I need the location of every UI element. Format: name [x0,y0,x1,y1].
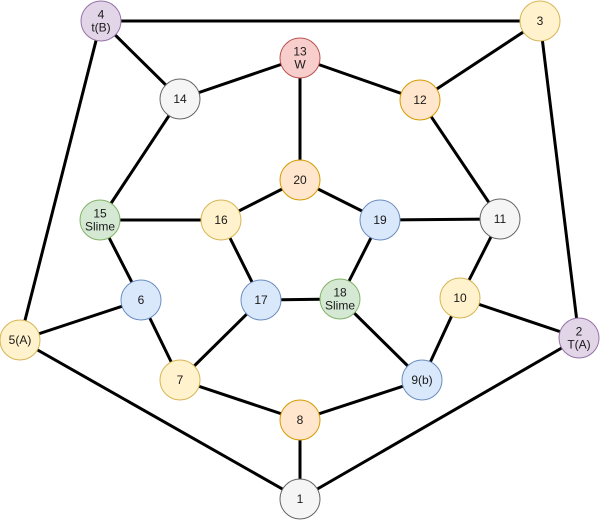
node-circle-16[interactable] [200,199,242,241]
graph-node-20[interactable]: 20 [279,159,321,201]
graph-node-10[interactable]: 10 [439,277,481,319]
graph-edge-2-1[interactable] [298,336,581,501]
graph-edge-15-14[interactable] [98,97,182,222]
graph-edge-3-2[interactable] [538,19,581,340]
node-circle-3[interactable] [519,0,561,42]
node-circle-1[interactable] [279,478,321,520]
graph-edge-14-13[interactable] [178,56,302,101]
node-circle-19[interactable] [359,199,401,241]
node-circle-13[interactable] [279,37,321,79]
node-circle-6[interactable] [120,279,162,321]
graph-node-8[interactable]: 8 [279,399,321,441]
graph-edge-12-11[interactable] [418,98,502,221]
node-circle-18[interactable] [319,278,361,320]
node-circle-7[interactable] [159,359,201,401]
graph-node-19[interactable]: 19 [359,199,401,241]
graph-edge-13-12[interactable] [298,56,422,102]
graph-node-6[interactable]: 6 [120,279,162,321]
graph-node-14[interactable]: 14 [159,78,201,120]
graph-edge-8-7[interactable] [178,378,302,422]
node-circle-10[interactable] [439,277,481,319]
graph-edge-9-8[interactable] [298,378,424,422]
node-circle-20[interactable] [279,159,321,201]
graph-edge-2-10[interactable] [458,296,581,340]
graph-edge-1-5[interactable] [18,338,302,501]
graph-node-7[interactable]: 7 [159,359,201,401]
node-circle-15[interactable] [79,199,121,241]
node-circle-4[interactable] [80,0,122,42]
graph-node-12[interactable]: 12 [399,79,441,121]
graph-edge-5-6[interactable] [18,298,143,342]
graph-node-17[interactable]: 17 [240,279,282,321]
graph-node-16[interactable]: 16 [200,199,242,241]
graph-node-9[interactable]: 9(b) [401,359,443,401]
node-circle-11[interactable] [479,198,521,240]
node-circle-2[interactable] [558,317,600,359]
node-circle-12[interactable] [399,79,441,121]
graph-node-3[interactable]: 3 [519,0,561,42]
graph-node-1[interactable]: 1 [279,478,321,520]
graph-node-11[interactable]: 11 [479,198,521,240]
node-circle-14[interactable] [159,78,201,120]
graph-node-5[interactable]: 5(A) [0,319,41,361]
node-circle-5[interactable] [0,319,41,361]
graph-edge-3-12[interactable] [418,19,542,102]
node-circle-9[interactable] [401,359,443,401]
node-circle-17[interactable] [240,279,282,321]
node-circle-8[interactable] [279,399,321,441]
graph-edge-5-4[interactable] [18,19,103,342]
